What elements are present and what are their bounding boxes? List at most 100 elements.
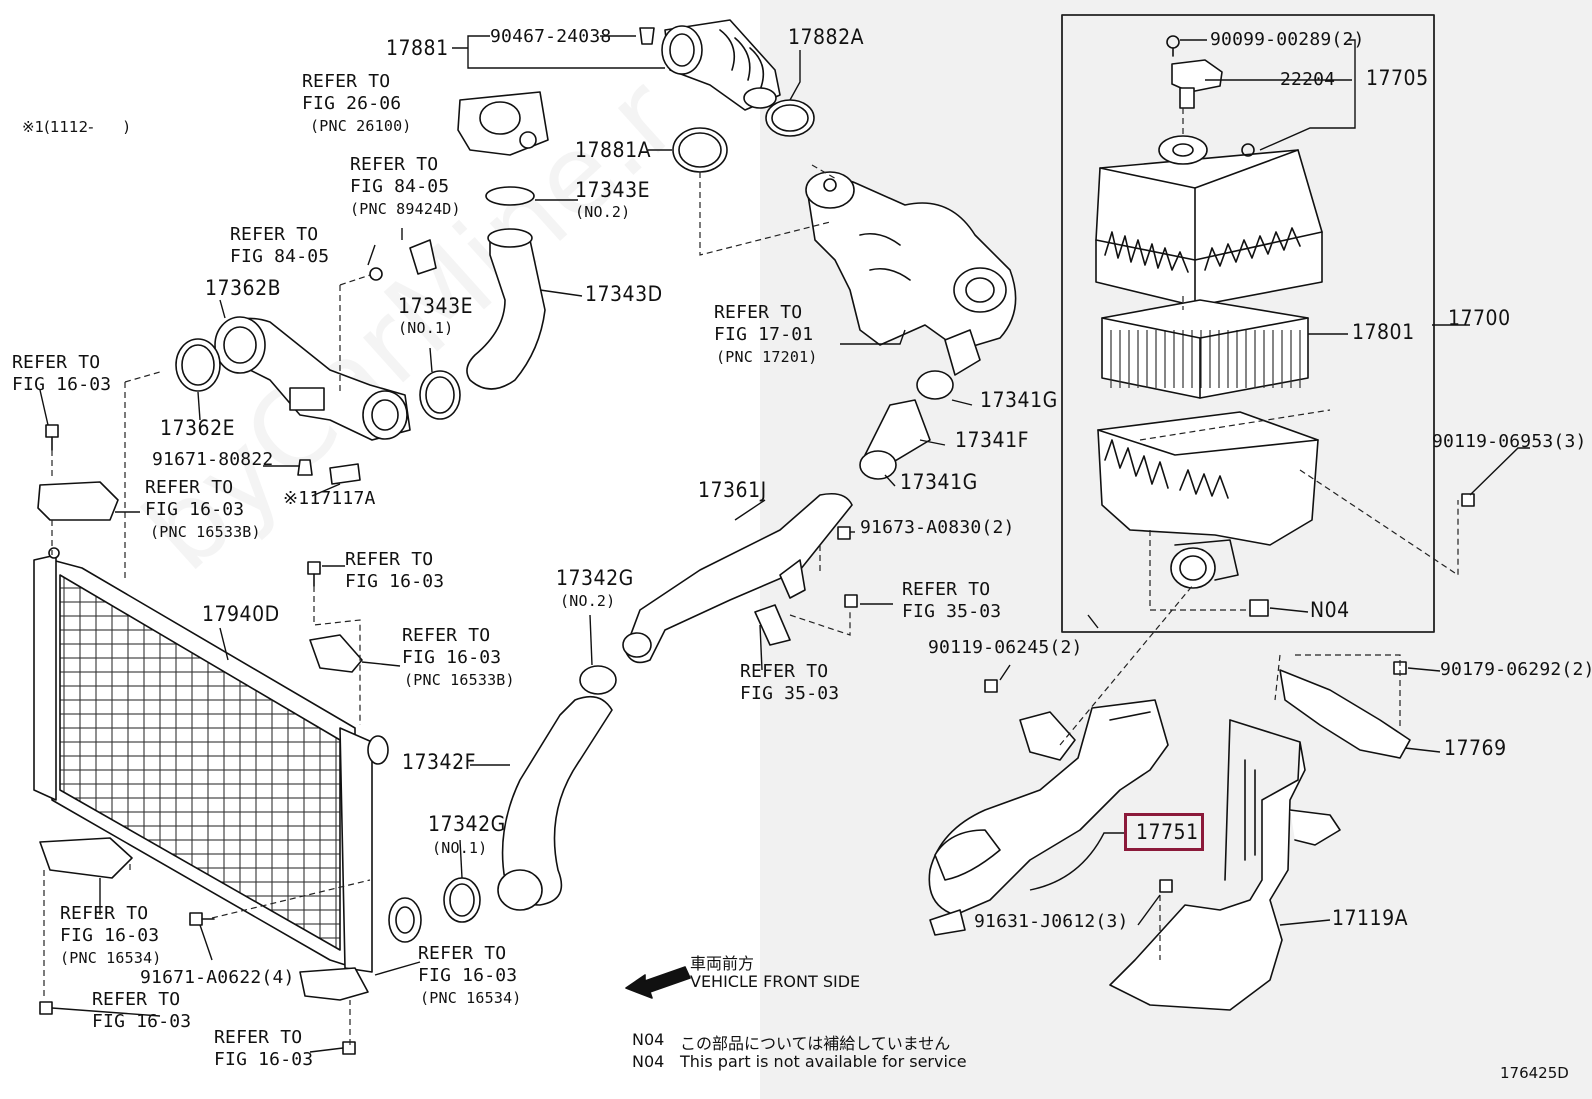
label-no2[interactable]: (NO.2) xyxy=(575,203,631,221)
vehicle-front-jp: 車両前方 xyxy=(690,954,755,973)
label-17361j[interactable]: 17361J xyxy=(698,478,767,502)
label-refer-to[interactable]: REFER TO xyxy=(402,625,491,646)
label-pnc-16533b[interactable]: (PNC 16533B) xyxy=(404,671,515,689)
intake-hose-17881 xyxy=(639,19,781,111)
mass-air-flow-sensor xyxy=(1166,35,1223,109)
label-n04[interactable]: N04 xyxy=(1310,598,1350,622)
label-refer-to[interactable]: REFER TO xyxy=(345,549,434,570)
label-fig-16-03[interactable]: FIG 16-03 xyxy=(92,1011,192,1032)
label-17769[interactable]: 17769 xyxy=(1444,736,1507,760)
label-refer-to[interactable]: REFER TO xyxy=(302,71,391,92)
label-fig-16-03[interactable]: FIG 16-03 xyxy=(418,965,518,986)
label-pnc-16534[interactable]: (PNC 16534) xyxy=(60,949,162,967)
label-17881a[interactable]: 17881A xyxy=(575,138,652,162)
label-refer-to[interactable]: REFER TO xyxy=(230,224,319,245)
label-17341f[interactable]: 17341F xyxy=(955,428,1029,452)
label-no2[interactable]: (NO.2) xyxy=(560,592,616,610)
label-pnc-17201[interactable]: (PNC 17201) xyxy=(716,348,818,366)
label-17801[interactable]: 17801 xyxy=(1352,320,1415,344)
label-fig-35-03[interactable]: FIG 35-03 xyxy=(902,601,1002,622)
turbocharger xyxy=(805,171,1017,376)
label-17940d[interactable]: 17940D xyxy=(202,602,280,626)
label-refer-to[interactable]: REFER TO xyxy=(902,579,991,600)
bracket-17769 xyxy=(1279,669,1411,759)
label-fig-16-03[interactable]: FIG 16-03 xyxy=(345,571,445,592)
label-17343d[interactable]: 17343D xyxy=(585,282,663,306)
label-no1[interactable]: (NO.1) xyxy=(398,319,454,337)
label-refer-to[interactable]: REFER TO xyxy=(12,352,101,373)
label-fig-26-06[interactable]: FIG 26-06 xyxy=(302,93,402,114)
label-91671-a0622[interactable]: 91671-A0622(4) xyxy=(140,967,295,988)
label-17882a[interactable]: 17882A xyxy=(788,25,865,49)
label-refer-to[interactable]: REFER TO xyxy=(214,1027,303,1048)
label-pnc-16533b[interactable]: (PNC 16533B) xyxy=(150,523,261,541)
bracket-16534-right xyxy=(299,967,369,1001)
label-17117a[interactable]: ※117117A xyxy=(283,488,376,509)
label-pnc-89424d[interactable]: (PNC 89424D) xyxy=(350,200,461,218)
label-17343e-no1[interactable]: 17343E xyxy=(398,294,474,318)
label-refer-to[interactable]: REFER TO xyxy=(714,302,803,323)
label-17342f[interactable]: 17342F xyxy=(402,750,476,774)
bracket-17119a xyxy=(1109,719,1341,1011)
label-91671-80822[interactable]: 91671-80822 xyxy=(152,449,274,470)
label-refer-to[interactable]: REFER TO xyxy=(145,477,234,498)
bolts xyxy=(39,424,1475,1055)
label-fig-17-01[interactable]: FIG 17-01 xyxy=(714,324,814,345)
label-17119a[interactable]: 17119A xyxy=(1332,906,1409,930)
gasket-17117a xyxy=(329,463,361,485)
label-no1[interactable]: (NO.1) xyxy=(432,839,488,857)
hose-17343d xyxy=(466,230,546,390)
label-90119-06245[interactable]: 90119-06245(2) xyxy=(928,637,1083,658)
bracket-16533b-left xyxy=(37,481,119,521)
label-17751[interactable]: 17751 xyxy=(1136,820,1199,844)
label-17341g-lower[interactable]: 17341G xyxy=(900,470,978,494)
label-fig-16-03[interactable]: FIG 16-03 xyxy=(145,499,245,520)
label-fig-84-05[interactable]: FIG 84-05 xyxy=(350,176,450,197)
label-refer-to[interactable]: REFER TO xyxy=(740,661,829,682)
footnote-jp: この部品については補給していません xyxy=(680,1034,951,1053)
label-refer-to[interactable]: REFER TO xyxy=(60,903,149,924)
air-duct-17751 xyxy=(928,699,1169,936)
label-17342g-no1[interactable]: 17342G xyxy=(428,812,506,836)
footnote-code: N04 xyxy=(632,1030,665,1049)
label-17705[interactable]: 17705 xyxy=(1366,66,1429,90)
diagram-id: 176425D xyxy=(1500,1064,1569,1082)
label-fig-35-03[interactable]: FIG 35-03 xyxy=(740,683,840,704)
label-17362e[interactable]: 17362E xyxy=(160,416,236,440)
label-pnc-16534[interactable]: (PNC 16534) xyxy=(420,989,522,1007)
label-fig-84-05[interactable]: FIG 84-05 xyxy=(230,246,330,267)
clamp-17881a xyxy=(672,127,728,173)
hose-17342f xyxy=(501,695,613,906)
highlight-frame-17751[interactable] xyxy=(1124,813,1204,851)
label-refer-to[interactable]: REFER TO xyxy=(350,154,439,175)
vehicle-front-en: VEHICLE FRONT SIDE xyxy=(690,972,861,991)
label-91673-a0830[interactable]: 91673-A0830(2) xyxy=(860,517,1015,538)
intercooler-radiator xyxy=(33,547,422,973)
clamp-17343e-no2 xyxy=(485,186,535,206)
label-90119-06953[interactable]: 90119-06953(3) xyxy=(1432,431,1587,452)
leader-lines xyxy=(39,35,1530,1053)
label-refer-to[interactable]: REFER TO xyxy=(92,989,181,1010)
label-90467-24038[interactable]: 90467-24038 xyxy=(490,26,612,47)
label-17343e-no2[interactable]: 17343E xyxy=(575,178,651,202)
air-cleaner-assembly-frame xyxy=(1061,14,1435,633)
label-fig-16-03[interactable]: FIG 16-03 xyxy=(214,1049,314,1070)
label-fig-16-03[interactable]: FIG 16-03 xyxy=(60,925,160,946)
label-17881[interactable]: 17881 xyxy=(386,36,449,60)
label-pnc-26100[interactable]: (PNC 26100) xyxy=(310,117,412,135)
label-17362b[interactable]: 17362B xyxy=(205,276,282,300)
label-fig-16-03[interactable]: FIG 16-03 xyxy=(402,647,502,668)
label-22204[interactable]: 22204 xyxy=(1280,69,1336,90)
intercooler-pipe-17362b xyxy=(214,316,411,441)
label-90179-06292[interactable]: 90179-06292(2) xyxy=(1440,659,1592,680)
label-90099-00289[interactable]: 90099-00289(2) xyxy=(1210,29,1365,50)
label-17342g-no2[interactable]: 17342G xyxy=(556,566,634,590)
variant-note: ※1(1112- ) xyxy=(22,118,130,136)
label-fig-16-03[interactable]: FIG 16-03 xyxy=(12,374,112,395)
label-17700[interactable]: 17700 xyxy=(1448,306,1511,330)
bracket-16534-left xyxy=(39,837,133,879)
label-91631-j0612[interactable]: 91631-J0612(3) xyxy=(974,911,1129,932)
label-refer-to[interactable]: REFER TO xyxy=(418,943,507,964)
label-17341g-upper[interactable]: 17341G xyxy=(980,388,1058,412)
